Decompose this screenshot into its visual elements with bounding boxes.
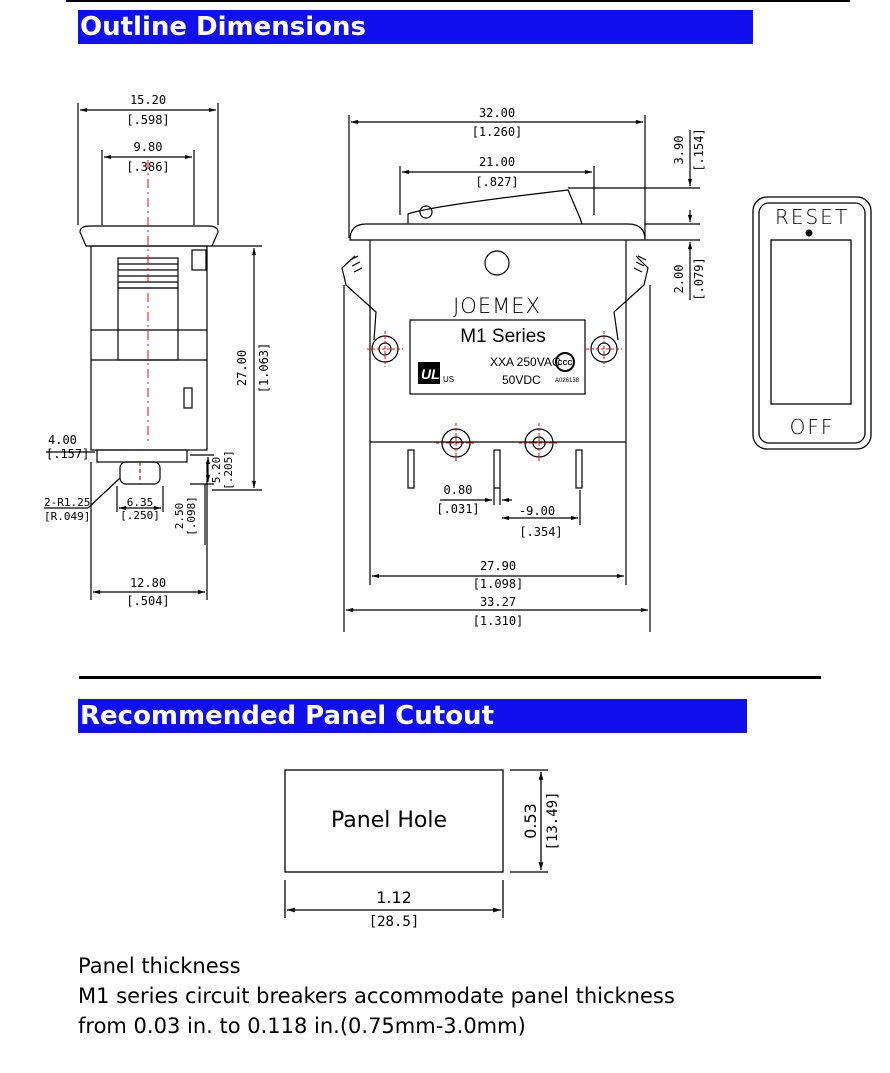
cutout-width: 1.12 — [376, 888, 412, 907]
dim-3-90: 3.90 — [672, 136, 686, 165]
dim-33-27-in: [1.310] — [473, 614, 524, 628]
svg-text:UL: UL — [421, 366, 440, 382]
front-view — [341, 115, 700, 632]
panel-thickness-line1: M1 series circuit breakers accommodate p… — [78, 984, 675, 1008]
panel-thickness-line2: from 0.03 in. to 0.118 in.(0.75mm-3.0mm) — [78, 1014, 526, 1038]
dim-12-80-in: [.504] — [126, 594, 169, 608]
dim-4-in: [.157] — [46, 447, 89, 461]
button-face — [752, 196, 872, 450]
dim-0-80-in: [.031] — [436, 502, 479, 516]
outline-dimensions-heading: Outline Dimensions — [78, 10, 753, 44]
panel-thickness-title: Panel thickness — [78, 954, 241, 978]
dim-32: 32.00 — [479, 106, 515, 120]
side-view — [44, 103, 262, 600]
brand-text: JOEMEX — [453, 294, 541, 318]
off-label: OFF — [790, 415, 835, 439]
panel-hole-label: Panel Hole — [331, 808, 447, 833]
dim-27-90: 27.90 — [480, 559, 516, 573]
ul-mark-icon: UL US — [418, 362, 454, 384]
dim-top-width-in: [.598] — [126, 113, 169, 127]
cutout-height-mm: [13.49] — [545, 791, 561, 850]
dim-2-50: 2.50 — [173, 503, 186, 530]
series-text: M1 Series — [460, 326, 546, 347]
dim-32-in: [1.260] — [472, 125, 523, 139]
dim-5-20: 5.20 — [210, 457, 223, 484]
dim-2-00-in: [.079] — [692, 257, 706, 300]
indicator-dot — [805, 229, 813, 237]
cert-code: A026138 — [555, 378, 580, 384]
dim-33-27: 33.27 — [480, 595, 516, 609]
reset-label: RESET — [775, 205, 849, 229]
cutout-height: 0.53 — [521, 803, 540, 839]
dim-5-20-in: [.205] — [222, 450, 235, 490]
svg-text:US: US — [443, 375, 454, 384]
section-divider — [79, 676, 821, 679]
dim-21: 21.00 — [479, 155, 515, 169]
dim-6-35-in: [.250] — [120, 509, 160, 522]
ccc-mark-icon: CCC — [555, 352, 575, 372]
panel-cutout-heading: Recommended Panel Cutout — [78, 699, 747, 733]
dim-bezel-in: [.386] — [126, 160, 169, 174]
dim-height: 27.00 — [235, 350, 249, 386]
top-rule — [66, 0, 850, 2]
dim-12-80: 12.80 — [130, 576, 166, 590]
front-centerlines — [367, 331, 622, 463]
dim-6-35: 6.35 — [127, 496, 154, 509]
dim-0-80: 0.80 — [444, 483, 473, 497]
dim-bezel: 9.80 — [134, 140, 163, 154]
dim-radius: 2-R1.25 — [44, 496, 90, 509]
dim-height-in: [1.063] — [257, 343, 271, 394]
dim-9-00: -9.00 — [519, 504, 555, 518]
dim-2-50-in: [.098] — [185, 496, 198, 536]
dim-27-90-in: [1.098] — [473, 577, 524, 591]
dim-9-00-in: [.354] — [519, 525, 562, 539]
dim-3-90-in: [.154] — [692, 128, 706, 171]
panel-cutout — [284, 769, 548, 918]
rating-dc: 50VDC — [502, 373, 541, 387]
dim-radius-in: [R.049] — [44, 510, 90, 523]
dim-2-00: 2.00 — [672, 265, 686, 294]
svg-text:CCC: CCC — [557, 360, 572, 367]
dim-4: 4.00 — [48, 433, 77, 447]
dim-21-in: [.827] — [475, 175, 518, 189]
cutout-width-mm: [28.5] — [369, 914, 420, 930]
rating-ac: XXA 250VAC — [490, 355, 561, 369]
dim-top-width: 15.20 — [130, 93, 166, 107]
